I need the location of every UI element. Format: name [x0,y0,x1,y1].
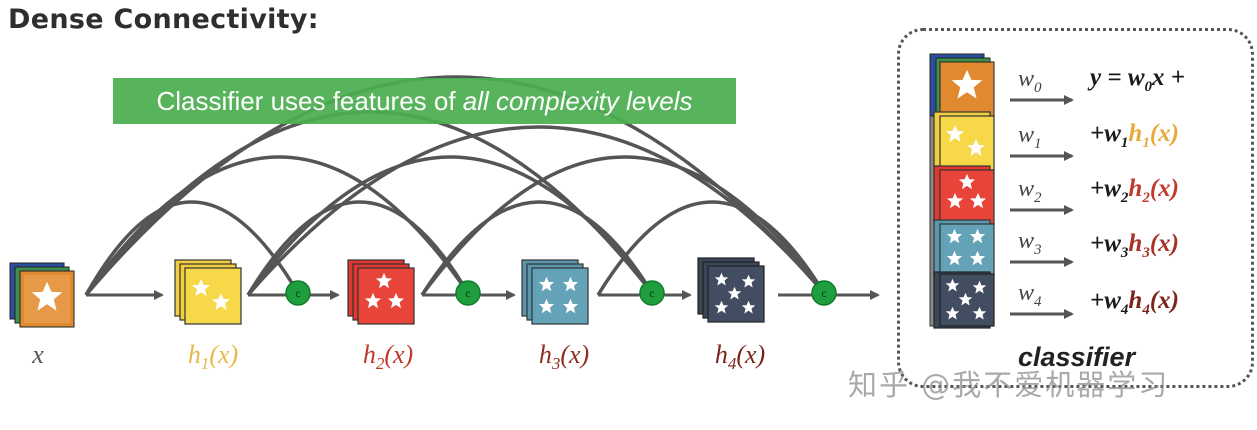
weight-label-1: w1 [1018,122,1042,152]
classifier-panel [897,28,1254,388]
arc-h2-to-c4 [420,155,826,297]
equation-term-0: y = w0x + [1090,64,1186,95]
weight-arrows [1010,95,1074,319]
classifier-tile-x [929,53,995,119]
arc-h1-to-c3 [246,155,654,297]
label-h2: h2(x) [362,340,414,374]
weight-label-4: w4 [1018,280,1042,310]
weight-label-0: w0 [1018,66,1042,96]
equation-term-3: +w3h3(x) [1090,230,1179,261]
h2-feature-stack [347,259,415,325]
watermark: 知乎 @我不爱机器学习 [848,368,1170,402]
h4-feature-stack [697,257,765,323]
concat-nodes: c c c c [285,280,837,306]
arc-h1-to-c2 [246,200,470,296]
page-title: Dense Connectivity: [8,4,319,35]
svg-text:c: c [649,289,655,300]
classifier-tile-h4 [933,271,995,329]
label-h1: h1(x) [187,340,239,374]
concat-node-3: c [639,280,665,306]
equation-term-2: +w2h2(x) [1090,175,1179,206]
weight-label-2: w2 [1018,176,1042,206]
x-input-stack [9,262,75,328]
label-h4: h4(x) [714,340,766,374]
arc-x-to-c1 [84,200,300,296]
arc-h1-to-c4 [246,125,826,297]
label-h3: h3(x) [538,340,590,374]
label-x: x [32,340,44,369]
svg-text:c: c [465,289,471,300]
classifier-tiles [929,53,995,329]
concat-node-4: c [811,280,837,306]
svg-text:c: c [295,289,301,300]
concat-node-2: c [455,280,481,306]
classifier-title: classifier [1018,342,1136,372]
equation-term-4: +w4h4(x) [1090,287,1179,318]
arc-h2-to-c3 [420,200,654,296]
equation-term-1: +w1h1(x) [1090,120,1179,151]
svg-text:c: c [821,289,827,300]
h1-feature-stack [174,259,242,325]
weight-label-3: w3 [1018,228,1042,258]
h3-feature-stack [521,259,589,325]
classifier-banner: Classifier uses features of all complexi… [113,78,736,124]
concat-node-1: c [285,280,311,306]
arc-h3-to-c4 [596,200,826,296]
